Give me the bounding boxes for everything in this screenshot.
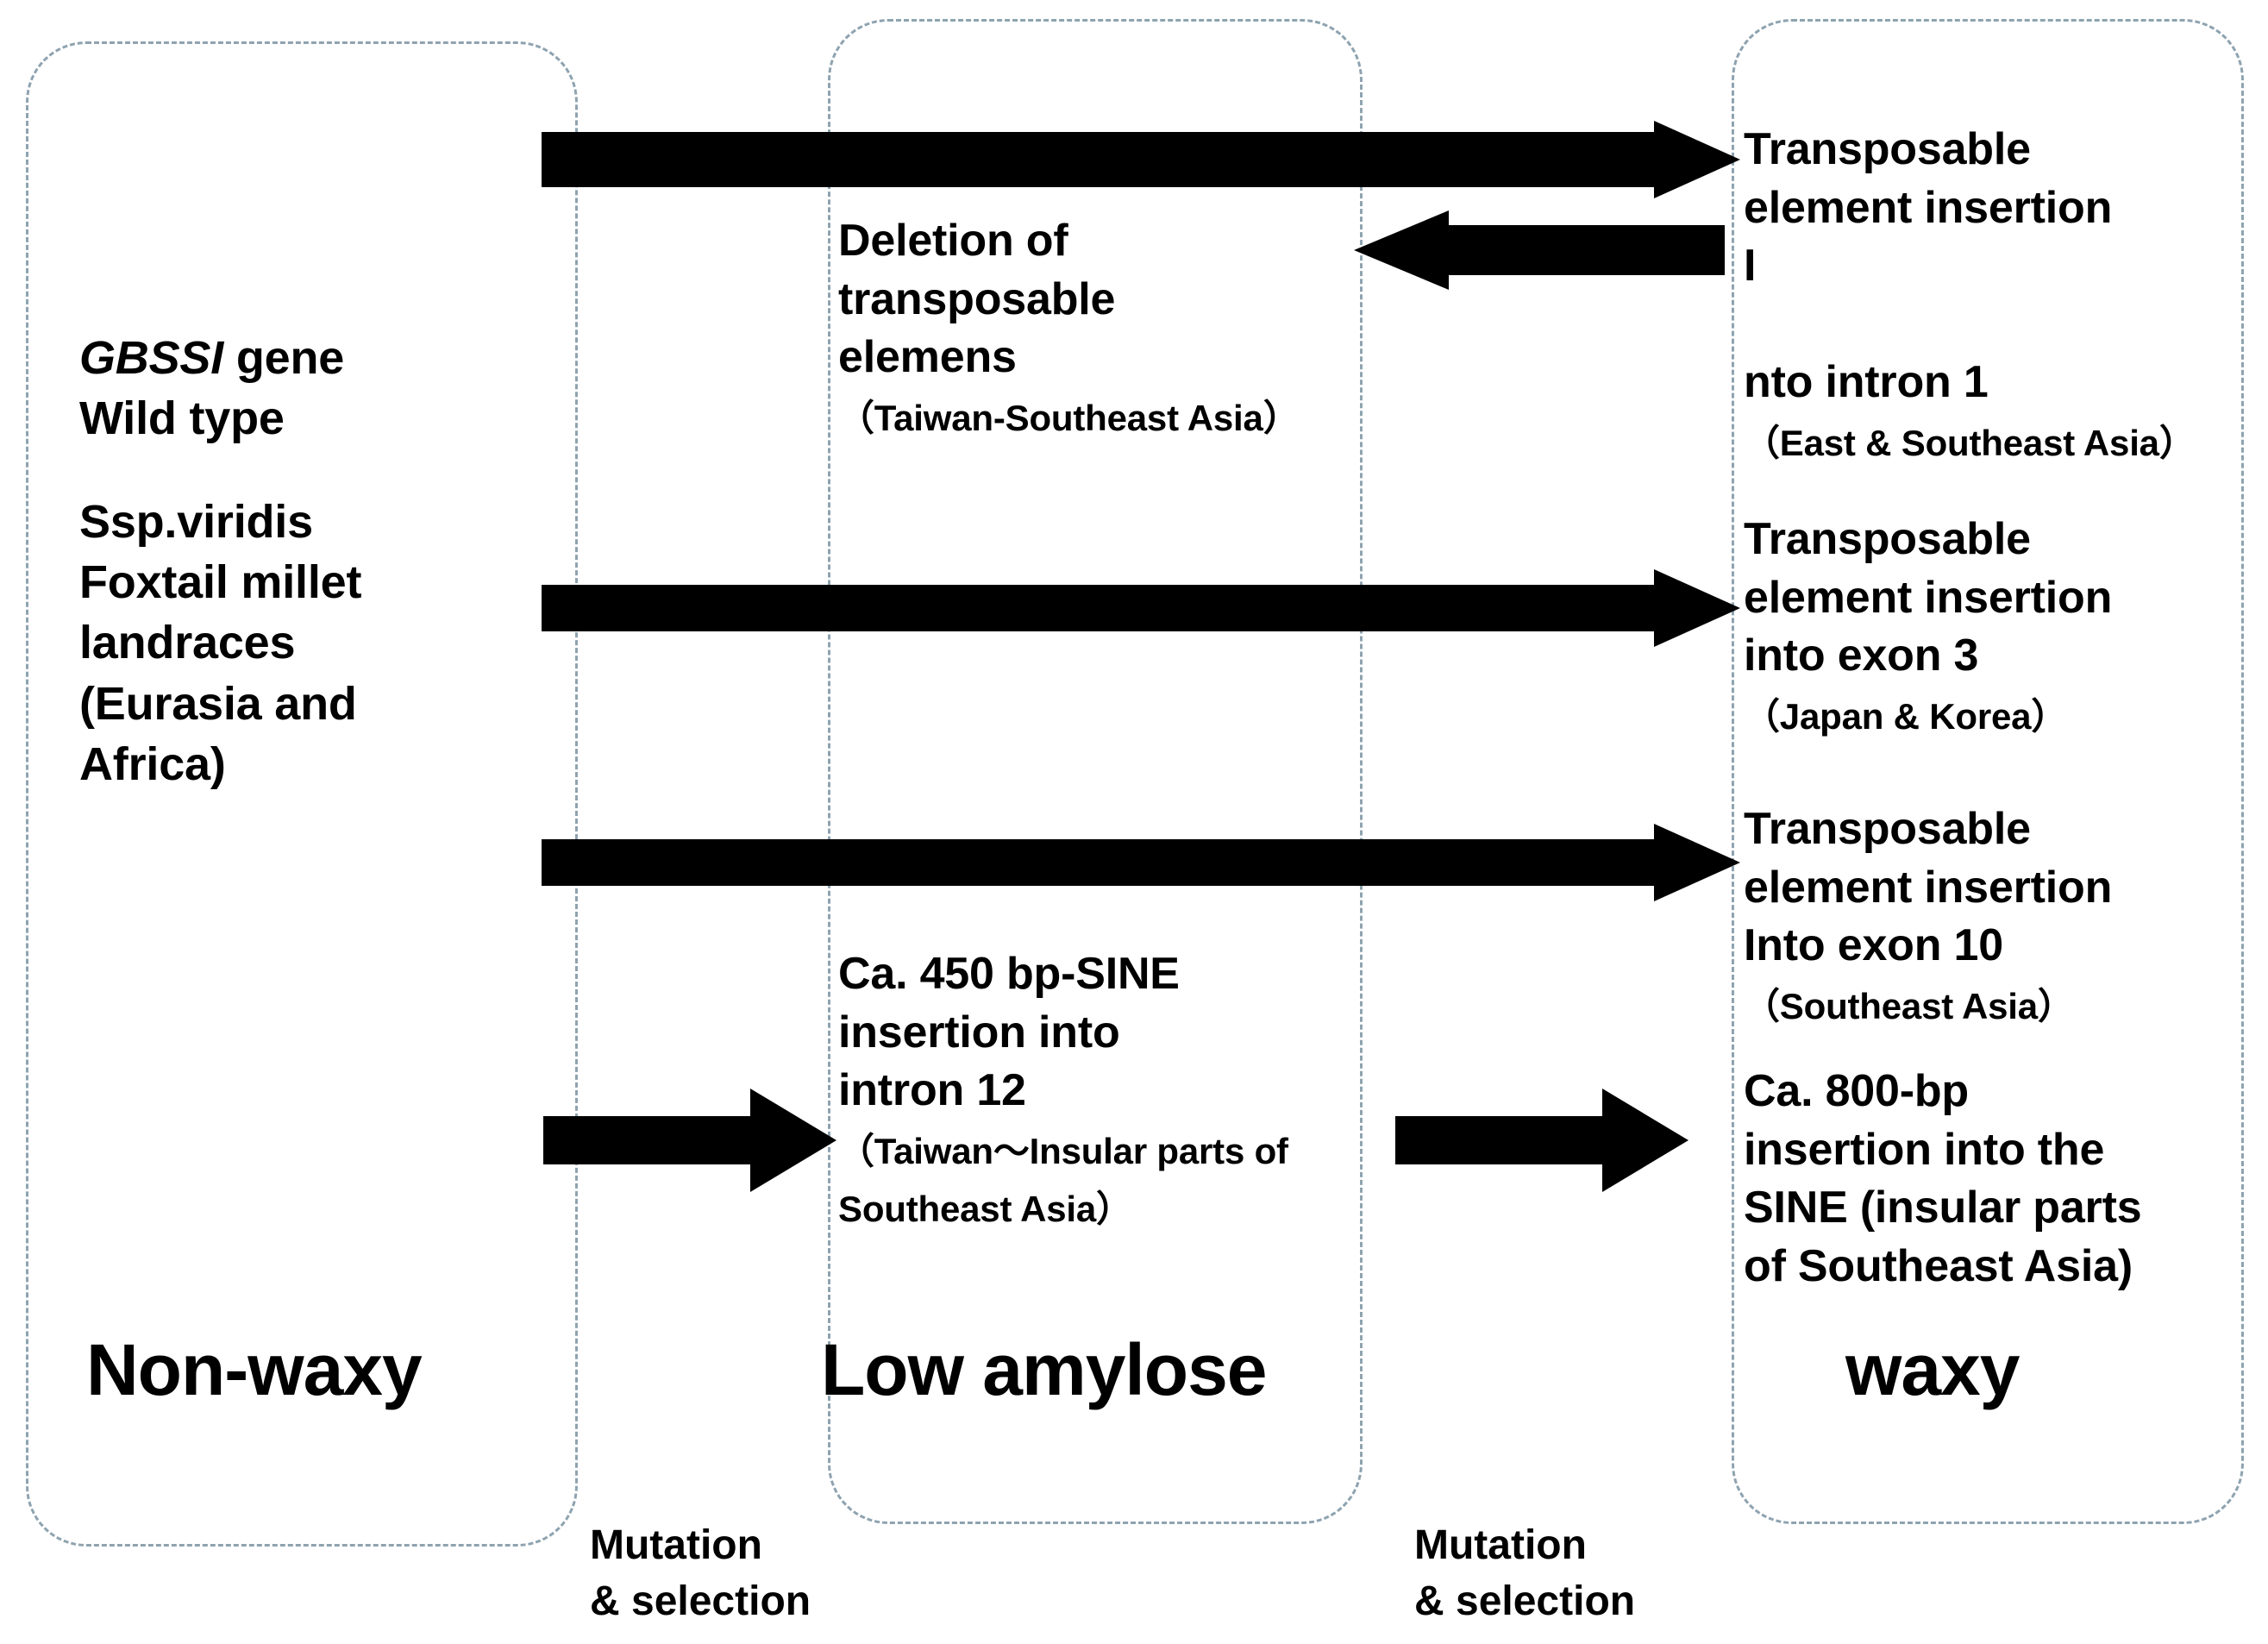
- sine-insertion-intron12-text: Ca. 450 bp-SINE insertion into intron 12…: [838, 945, 1338, 1237]
- exon10-region-label: （Southeast Asia）: [1744, 985, 2074, 1026]
- stage-label-waxy: waxy: [1845, 1329, 2020, 1410]
- arrow-low-amylose-to-waxy: [1395, 1089, 1688, 1192]
- gene-suffix-label: gene: [223, 332, 345, 384]
- exon10-main-text: Transposable element insertion Into exon…: [1744, 804, 2113, 971]
- gene-italic-label: GBSSI: [79, 332, 224, 384]
- mutation-selection-note-2: Mutation & selection: [1414, 1522, 1636, 1624]
- arrow-non-waxy-to-waxy-exon10: [542, 824, 1740, 901]
- arrow-waxy-to-low-amylose-deletion: [1354, 210, 1725, 290]
- mutation-exon10-text: Transposable element insertion Into exon…: [1744, 800, 2252, 1033]
- deletion-of-transposable-elements-text: Deletion of transposable elemens （Taiwan…: [838, 212, 1338, 445]
- arrow-non-waxy-to-low-amylose: [543, 1089, 836, 1192]
- stage-label-low-amylose: Low amylose: [821, 1329, 1268, 1410]
- gene-name-heading: GBSSI gene Wild type: [79, 328, 528, 449]
- sine-region-label: （Taiwan〜Insular parts of Southeast Asia）: [838, 1130, 1288, 1230]
- intron1-main-text: Transposable element insertion I nto int…: [1744, 124, 2113, 408]
- mutation-selection-note-1: Mutation & selection: [590, 1522, 811, 1624]
- stage-box-low-amylose: [828, 19, 1363, 1524]
- stage-label-non-waxy: Non-waxy: [86, 1329, 423, 1410]
- intron1-region-label: （East & Southeast Asia）: [1744, 422, 2196, 463]
- stage-box-non-waxy: [26, 41, 578, 1547]
- exon3-region-label: （Japan & Korea）: [1744, 695, 2068, 737]
- mutation-sine800-text: Ca. 800-bp insertion into the SINE (insu…: [1744, 1066, 2142, 1291]
- wild-type-label: Wild type: [79, 392, 285, 445]
- mutation-exon3-text: Transposable element insertion into exon…: [1744, 511, 2252, 744]
- species-origin-text: Ssp.viridis Foxtail millet landraces (Eu…: [79, 496, 362, 790]
- deletion-region-label: （Taiwan-Southeast Asia）: [838, 397, 1300, 438]
- deletion-main-text: Deletion of transposable elemens: [838, 216, 1116, 383]
- mutation-intron1-text: Transposable element insertion I nto int…: [1744, 121, 2252, 471]
- arrow-non-waxy-to-waxy-intron1: [542, 121, 1740, 198]
- stage-box-waxy: [1732, 19, 2244, 1524]
- sine-main-text: Ca. 450 bp-SINE insertion into intron 12: [838, 949, 1180, 1116]
- exon3-main-text: Transposable element insertion into exon…: [1744, 514, 2113, 681]
- arrow-non-waxy-to-waxy-exon3: [542, 569, 1740, 647]
